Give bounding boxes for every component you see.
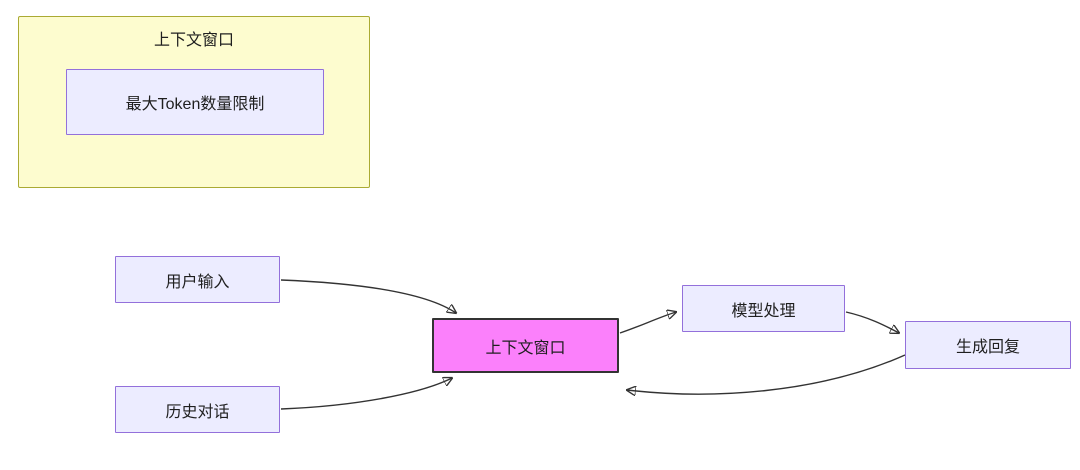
- node-generate-reply-label: 生成回复: [955, 339, 1020, 356]
- node-context-window-label: 上下文窗口: [485, 339, 566, 357]
- node-context-window: 上下文窗口: [432, 318, 619, 373]
- node-user-input-label: 用户输入: [165, 273, 230, 291]
- edge-model-process-to-generate-reply: [845, 311, 899, 333]
- node-history-dialog: 历史对话: [115, 386, 280, 433]
- node-max-token-limit-label: 最大Token数量限制: [125, 96, 265, 113]
- node-generate-reply: 生成回复: [905, 321, 1071, 369]
- node-max-token-limit: 最大Token数量限制: [66, 69, 324, 135]
- edge-user-input-to-context-window: [280, 279, 456, 313]
- node-history-dialog-label: 历史对话: [165, 403, 230, 421]
- node-model-process: 模型处理: [682, 285, 845, 332]
- edge-context-window-to-model-process: [619, 312, 676, 334]
- edge-generate-reply-to-context-window: [627, 354, 906, 394]
- context-window-cluster: 上下文窗口 最大Token数量限制: [18, 16, 370, 188]
- edge-history-dialog-to-context-window: [280, 378, 452, 410]
- node-user-input: 用户输入: [115, 256, 280, 303]
- node-model-process-label: 模型处理: [731, 302, 796, 320]
- cluster-title: 上下文窗口: [153, 32, 234, 49]
